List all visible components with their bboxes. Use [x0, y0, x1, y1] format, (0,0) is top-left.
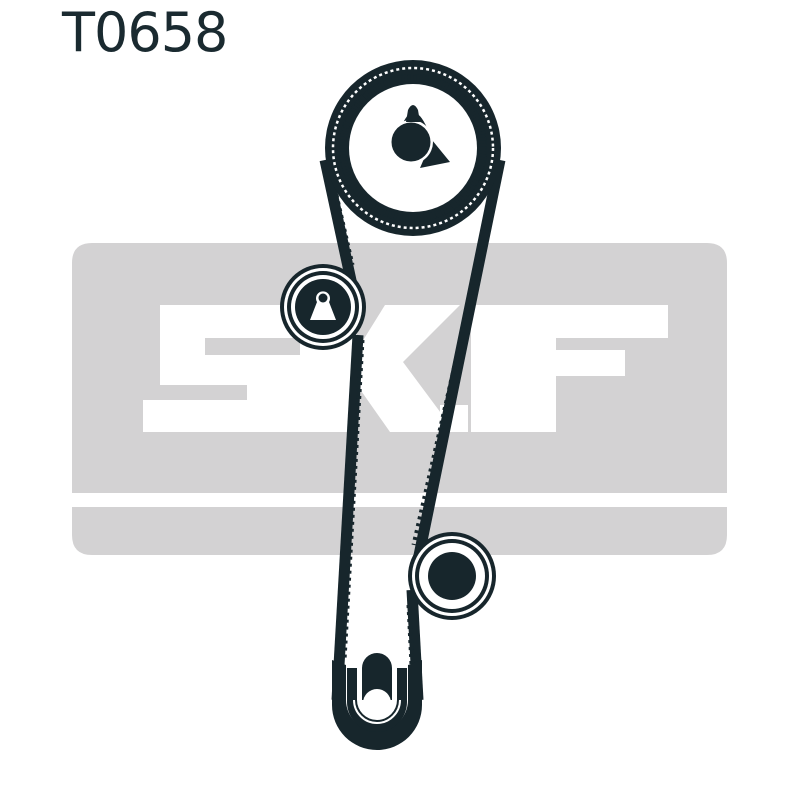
logo-letter-f [471, 305, 668, 432]
logo-letter-s [143, 305, 302, 432]
skf-logo [72, 243, 727, 555]
crankshaft-pulley [332, 653, 422, 750]
idler-pulley [408, 532, 496, 620]
tensioner-pulley [280, 264, 366, 350]
camshaft-pulley [325, 60, 501, 236]
logo-lower-band [72, 507, 727, 555]
timing-belt [319, 158, 506, 701]
part-number-title: T0658 [62, 1, 228, 64]
